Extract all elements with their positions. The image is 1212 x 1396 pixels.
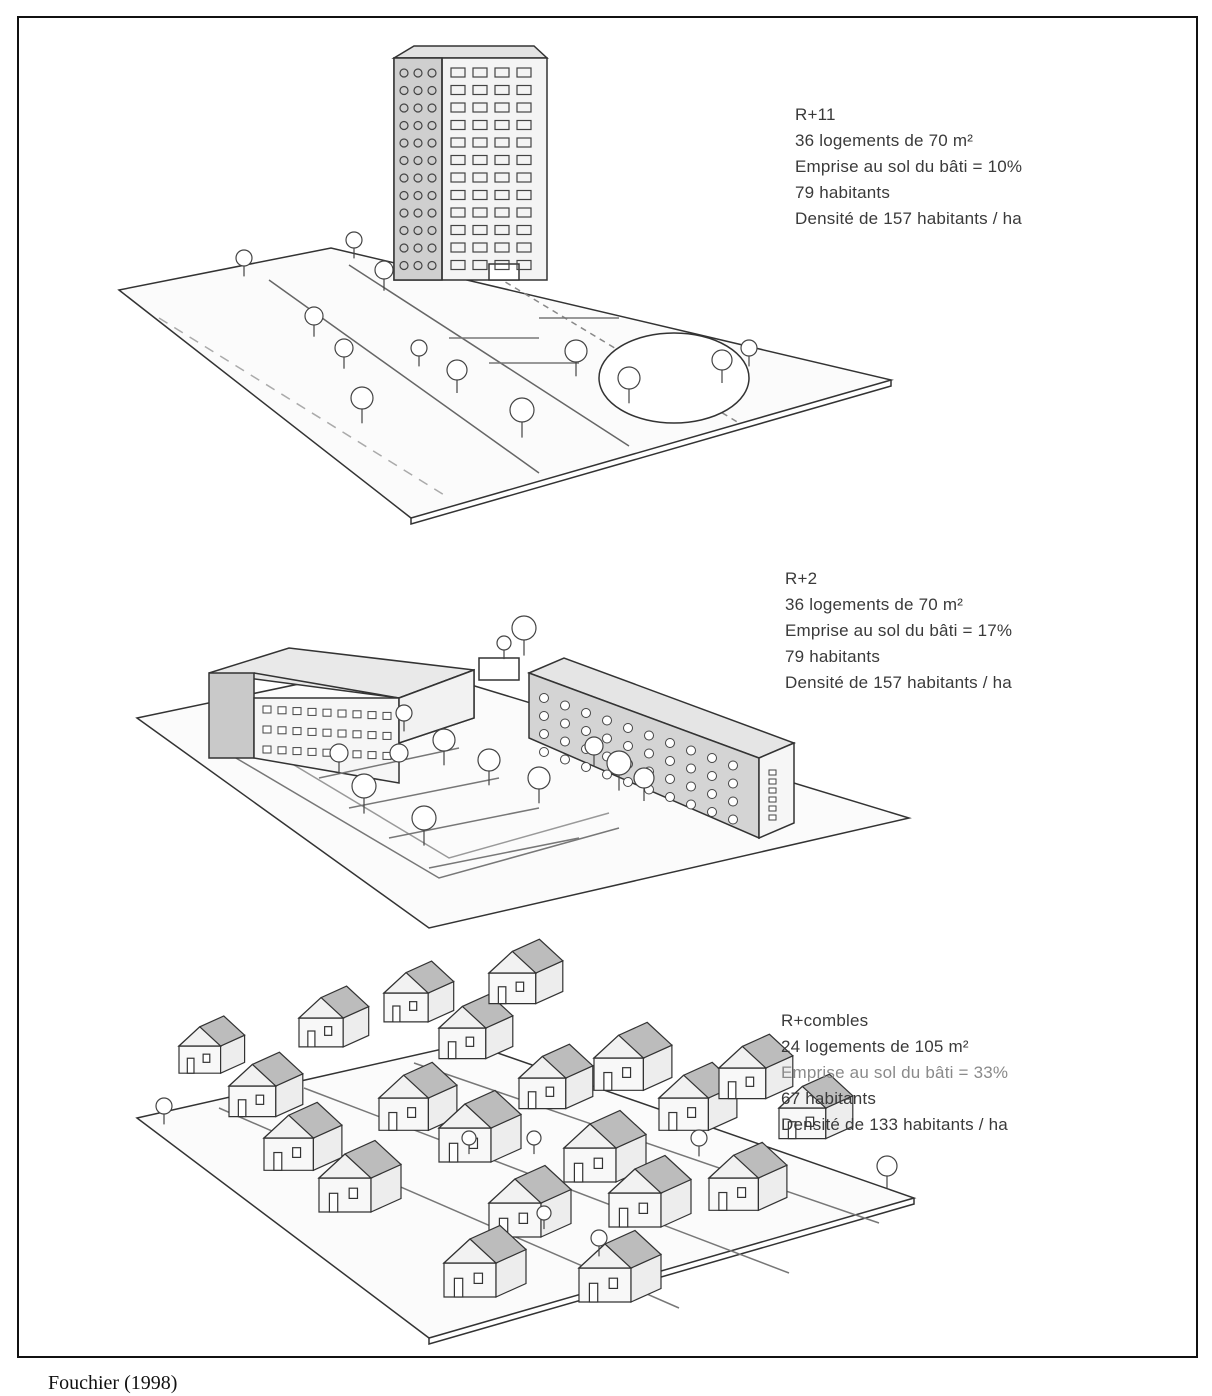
figure-frame: R+11 36 logements de 70 m² Emprise au so… [17, 16, 1198, 1358]
caption-inhabitants: 79 habitants [785, 644, 1012, 670]
caption-density: Densité de 157 habitants / ha [795, 206, 1022, 232]
caption-housing: 24 logements de 105 m² [781, 1034, 1008, 1060]
tower-caption: R+11 36 logements de 70 m² Emprise au so… [795, 102, 1022, 232]
source-citation: Fouchier (1998) [48, 1372, 177, 1395]
caption-footprint: Emprise au sol du bâti = 17% [785, 618, 1012, 644]
caption-inhabitants: 79 habitants [795, 180, 1022, 206]
caption-title: R+11 [795, 102, 1022, 128]
caption-inhabitants: 67 habitants [781, 1086, 1008, 1112]
caption-housing: 36 logements de 70 m² [785, 592, 1012, 618]
caption-footprint: Emprise au sol du bâti = 33% [781, 1060, 1008, 1086]
houses-caption: R+combles 24 logements de 105 m² Emprise… [781, 1008, 1008, 1138]
caption-title: R+2 [785, 566, 1012, 592]
slab-caption: R+2 36 logements de 70 m² Emprise au sol… [785, 566, 1012, 696]
caption-footprint: Emprise au sol du bâti = 10% [795, 154, 1022, 180]
caption-density: Densité de 157 habitants / ha [785, 670, 1012, 696]
caption-housing: 36 logements de 70 m² [795, 128, 1022, 154]
caption-title: R+combles [781, 1008, 1008, 1034]
houses-scene-illustration [19, 18, 1200, 1360]
caption-density: Densité de 133 habitants / ha [781, 1112, 1008, 1138]
